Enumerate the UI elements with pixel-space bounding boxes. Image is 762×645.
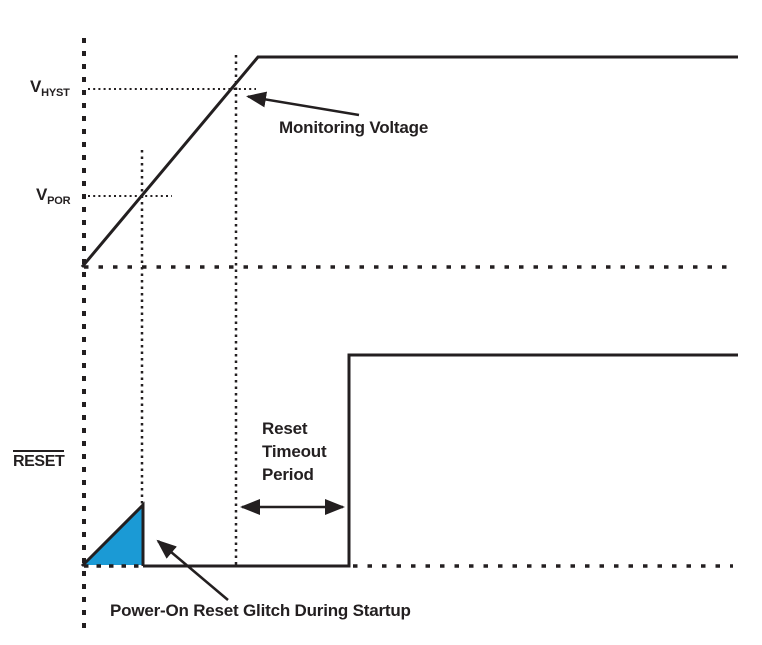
reset-waveform	[143, 353, 738, 568]
por-glitch-arrow	[156, 539, 229, 601]
vpor-label: VPOR	[36, 185, 71, 207]
vpor-label-prefix: V	[36, 185, 48, 204]
por-glitch-label: Power-On Reset Glitch During Startup	[110, 601, 411, 620]
vpor-label-subscript: POR	[47, 195, 71, 207]
vhyst-label-prefix: V	[30, 77, 42, 96]
vhyst-label-subscript: HYST	[41, 87, 70, 99]
monitoring-voltage-waveform	[80, 55, 738, 268]
reset-signal-label: RESET	[13, 450, 65, 471]
monitoring-voltage-label: Monitoring Voltage	[279, 118, 429, 137]
monitoring-voltage-arrow	[246, 91, 360, 117]
reset-timeout-label: Reset Timeout Period	[262, 419, 327, 484]
por-glitch-outline	[80, 501, 145, 568]
vhyst-label: VHYST	[30, 77, 70, 99]
reset-signal-label-text: RESET	[13, 450, 65, 471]
